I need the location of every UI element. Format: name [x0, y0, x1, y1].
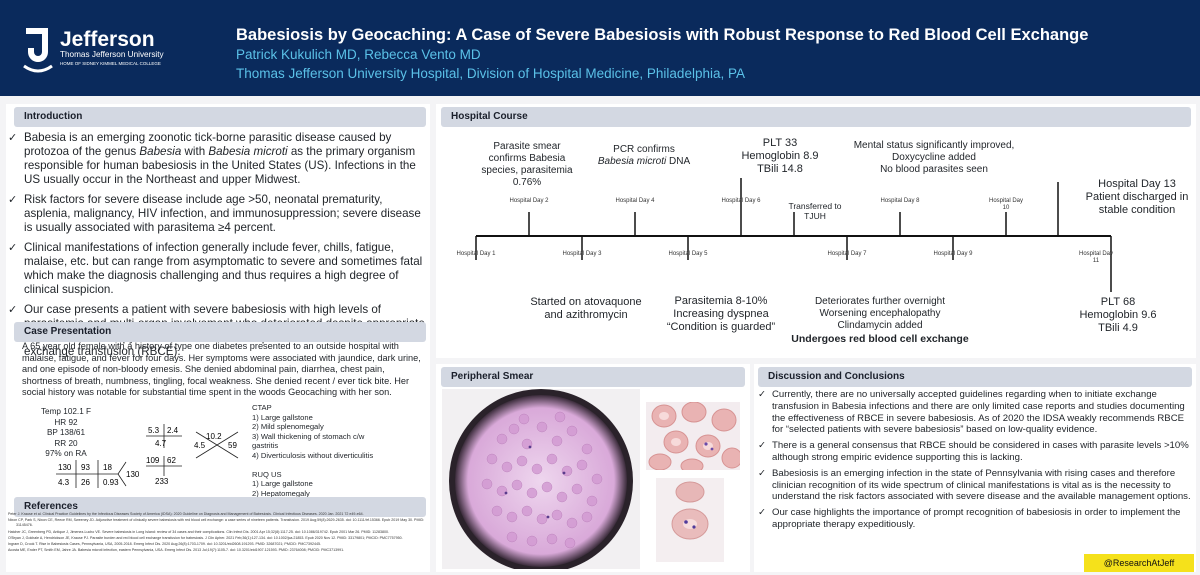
bmp-glucose: 130 [126, 470, 140, 479]
event-day11: PLT 68 Hemoglobin 9.6 TBili 4.9 [1079, 296, 1157, 334]
poster-title: Babesiosis by Geocaching: A Case of Seve… [236, 26, 1089, 44]
hospital-course-heading: Hospital Course [441, 107, 1191, 127]
lft-tbili: 4.7 [155, 439, 167, 448]
label-day9: Hospital Day 9 [933, 251, 973, 257]
reference-item: Ingram D, Crook T. Rise in Babesiosis Ca… [8, 542, 321, 547]
intro-bullet-3: Clinical manifestations of infection gen… [8, 241, 428, 297]
logo-sub2: HOME OF SIDNEY KIMMEL MEDICAL COLLEGE [60, 61, 161, 66]
discussion-heading: Discussion and Conclusions [758, 367, 1192, 387]
label-day3: Hospital Day 3 [562, 251, 602, 257]
references-list: Peter J. Krause et al. Clinical Practice… [8, 512, 428, 572]
discussion-list: Currently, there are no universally acce… [758, 389, 1196, 535]
event-day7: Deteriorates further overnight Worsening… [814, 296, 946, 331]
lft-diagram: 5.3 2.4 4.7 109 62 233 [146, 424, 182, 486]
lft-tp: 5.3 [148, 426, 160, 435]
peripheral-smear-heading: Peripheral Smear [441, 367, 745, 387]
introduction-heading: Introduction [14, 107, 426, 127]
label-day2: Hospital Day 2 [509, 198, 549, 204]
cbc-plt: 59 [228, 441, 237, 450]
smear-micrograph [442, 389, 640, 569]
discussion-bullet-2: There is a general consensus that RBCE s… [758, 440, 1196, 464]
event-day6: PLT 33 Hemoglobin 8.9 TBili 14.8 [741, 137, 819, 175]
lft-alb: 2.4 [167, 426, 179, 435]
lft-ast: 109 [146, 456, 160, 465]
ruq-title: RUQ US [252, 469, 282, 479]
imaging-block: CTAP 1) Large gallstone 2) Mild splenome… [252, 403, 392, 498]
social-handle-badge: @ResearchAtJeff [1084, 554, 1194, 572]
smear-closeup-2 [656, 478, 724, 562]
ctap-item-4: 4) Diverticulosis without diverticulitis [252, 450, 374, 460]
event-transfer: Transferred to TJUH [788, 201, 842, 221]
case-presentation-heading: Case Presentation [14, 322, 426, 342]
discussion-bullet-1: Currently, there are no universally acce… [758, 389, 1196, 436]
reference-item: Acosta ME, Ender PT, Smith EM, Jahre JA.… [8, 548, 345, 553]
event-day3: Started on atovaquone and azithromycin [530, 296, 642, 321]
event-day7-rbce: Undergoes red blood cell exchange [791, 333, 969, 345]
intro-bullet-1: Babesia is an emerging zoonotic tick-bor… [8, 131, 428, 187]
ctap-item-1: 1) Large gallstone [252, 412, 313, 422]
jefferson-logo: Jefferson Thomas Jefferson University HO… [23, 28, 165, 73]
smear-closeup-1 [646, 402, 740, 470]
event-day13: Hospital Day 13 Patient discharged in st… [1085, 178, 1189, 216]
vital-temp: Temp 102.1 F [40, 407, 92, 416]
bmp-k: 4.3 [58, 478, 70, 487]
logo-sub1: Thomas Jefferson University [60, 50, 165, 59]
lft-alt: 62 [167, 456, 176, 465]
ctap-item-2: 2) Mild splenomegaly [252, 422, 324, 432]
intro-bullet-2: Risk factors for severe disease include … [8, 193, 428, 235]
vitals-block: Temp 102.1 F HR 92 BP 138/61 RR 20 97% o… [34, 407, 98, 460]
vital-rr: RR 20 [54, 438, 78, 448]
bmp-na: 130 [58, 463, 72, 472]
ctap-item-3: 3) Wall thickening of stomach c/w gastri… [252, 431, 365, 451]
event-day8: Mental status significantly improved, Do… [853, 140, 1015, 175]
reference-item: Peter J. Krause et al. Clinical Practice… [8, 512, 364, 516]
event-day2: Parasite smear confirms Babesia species,… [481, 141, 573, 188]
label-day6: Hospital Day 6 [721, 198, 761, 204]
event-day4: PCR confirms Babesia microti DNA [597, 144, 691, 167]
vital-hr: HR 92 [54, 417, 78, 427]
label-day10: Hospital Day 10 [988, 198, 1023, 211]
poster-authors: Patrick Kukulich MD, Rebecca Vento MD [236, 47, 481, 62]
ctap-title: CTAP [252, 403, 272, 412]
hospital-course-panel [436, 104, 1196, 358]
vital-spo2: 97% on RA [45, 449, 87, 459]
reference-item: Nixon CP, Park S, Nixon CE, Reece RM, Sw… [8, 518, 425, 528]
label-day1: Hospital Day 1 [456, 251, 496, 257]
poster-affiliation: Thomas Jefferson University Hospital, Di… [236, 66, 745, 81]
bmp-hco3: 26 [81, 478, 90, 487]
reference-item: Hatcher JC, Greenberg PD, Antique J, Jim… [8, 529, 389, 534]
vital-bp: BP 138/61 [46, 428, 86, 438]
lft-alp: 233 [155, 477, 169, 486]
case-presentation-text: A 65 year old female with a history of t… [22, 341, 421, 398]
timeline [475, 178, 1112, 292]
label-day11: Hospital Day 11 [1078, 251, 1113, 264]
event-day5: Parasitemia 8-10% Increasing dyspnea “Co… [666, 295, 776, 333]
cbc-wbc: 4.5 [194, 441, 206, 450]
references-heading: References [14, 497, 426, 517]
ruq-item-1: 1) Large gallstone [252, 479, 313, 489]
reference-item: O'Bryan J, Gokhale A, Hendrickson JE, Kr… [8, 535, 403, 540]
poster-header: Jefferson Thomas Jefferson University HO… [0, 0, 1200, 96]
label-day8: Hospital Day 8 [880, 198, 920, 204]
bmp-cl: 93 [81, 463, 90, 472]
logo-name: Jefferson [60, 28, 155, 51]
ruq-item-2: 2) Hepatomegaly [252, 488, 310, 498]
bmp-bun: 18 [103, 463, 112, 472]
discussion-bullet-3: Babesiosis is an emerging infection in t… [758, 468, 1196, 503]
label-day5: Hospital Day 5 [668, 251, 708, 257]
bmp-cr: 0.93 [103, 478, 119, 487]
bmp-fishbone: 130 93 18 4.3 26 0.93 130 [56, 460, 140, 488]
cbc-hgb: 10.2 [206, 432, 222, 441]
introduction-list: Babesia is an emerging zoonotic tick-bor… [8, 131, 428, 365]
label-day4: Hospital Day 4 [615, 198, 655, 204]
label-day7: Hospital Day 7 [827, 251, 867, 257]
cbc-diagram: 10.2 4.5 59 [194, 431, 239, 459]
discussion-bullet-4: Our case highlights the importance of pr… [758, 507, 1196, 531]
